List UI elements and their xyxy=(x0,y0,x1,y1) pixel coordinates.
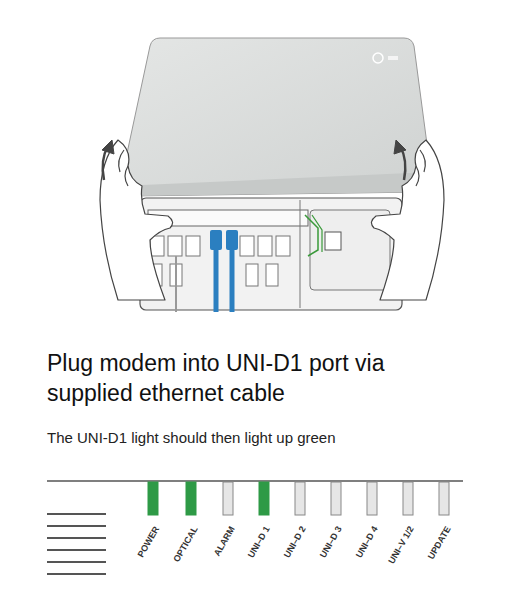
led-light xyxy=(295,482,305,515)
instruction-text: The UNI-D1 light should then light up gr… xyxy=(47,429,336,447)
led-light xyxy=(259,482,269,515)
hands xyxy=(100,140,444,300)
ethernet-cables xyxy=(210,230,238,312)
base-unit xyxy=(140,198,402,310)
led-label: OPTICAL xyxy=(171,525,199,564)
led-label: ALARM xyxy=(211,525,236,558)
led-label: UNI–D 1 xyxy=(246,525,272,560)
panel-edge xyxy=(47,480,463,482)
led-light xyxy=(367,482,377,515)
device-cover xyxy=(120,38,432,196)
led-label: UPDATE xyxy=(425,525,452,561)
led-indicators xyxy=(148,482,449,515)
led-light xyxy=(403,482,413,515)
power-cord xyxy=(175,256,177,312)
led-light xyxy=(186,482,196,515)
lift-arrows xyxy=(102,140,406,180)
led-label: UNI–D 2 xyxy=(282,525,308,560)
heading: Plug modem into UNI-D1 port via supplied… xyxy=(47,348,447,408)
led-label: UNI–V 1/2 xyxy=(387,525,416,566)
led-light xyxy=(148,482,158,515)
led-label: UNI–D 4 xyxy=(354,525,380,560)
menu-icon xyxy=(47,514,106,574)
led-label: UNI–D 3 xyxy=(318,525,344,560)
led-light xyxy=(223,482,233,515)
led-label: POWER xyxy=(136,525,162,559)
led-light xyxy=(439,482,449,515)
led-light xyxy=(331,482,341,515)
